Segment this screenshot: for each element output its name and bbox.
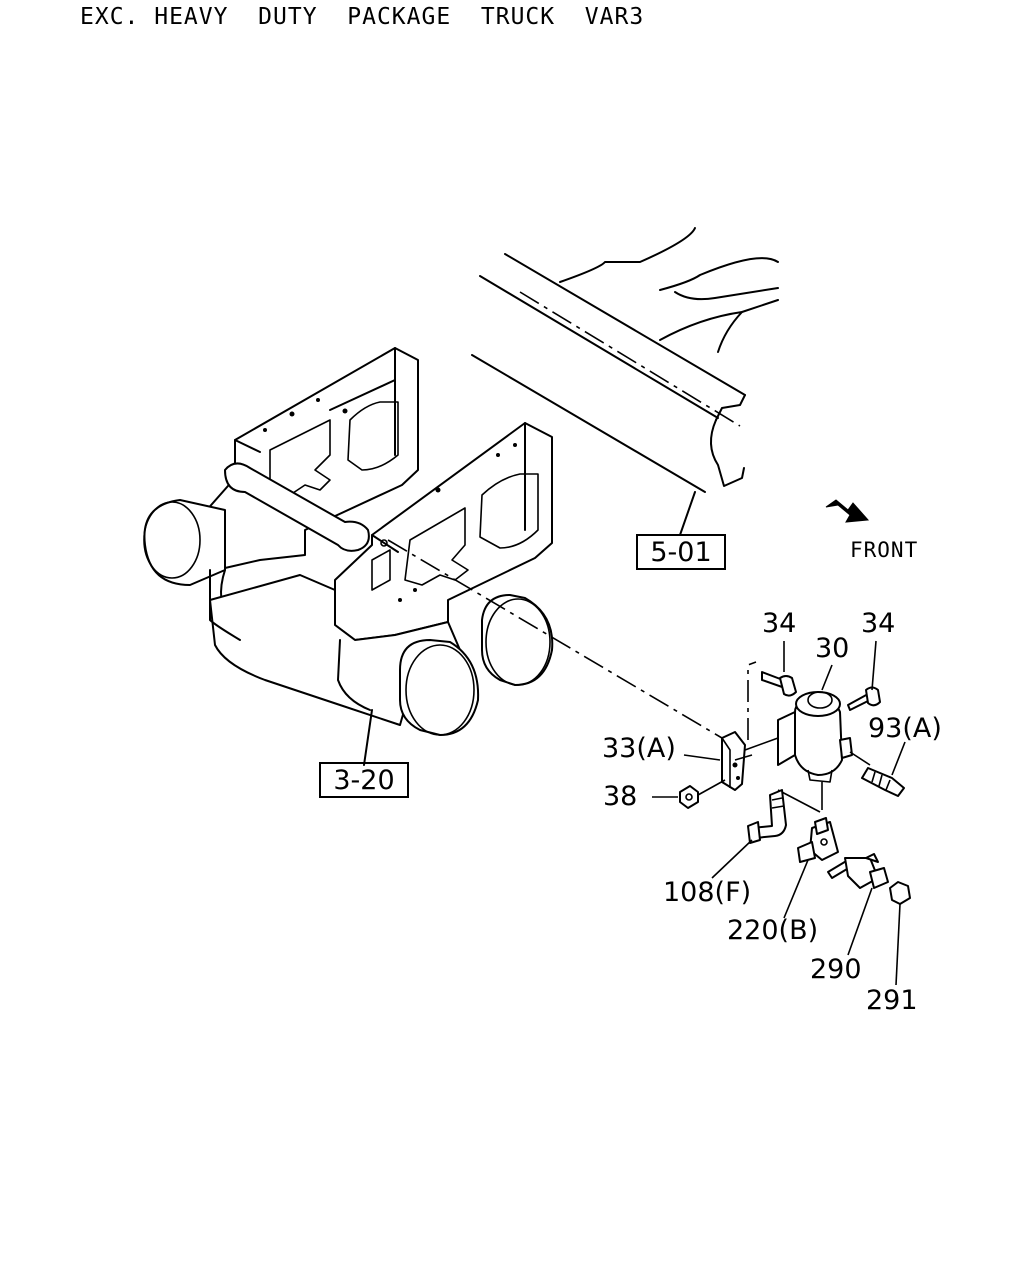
part-callout-drain-cock[interactable]: 290 xyxy=(810,954,862,985)
front-arrow-icon xyxy=(825,499,870,523)
cap-291 xyxy=(889,881,911,905)
frame-rail xyxy=(471,227,779,536)
part-callout-bolt-right[interactable]: 34 xyxy=(861,608,896,639)
bracket-33a xyxy=(721,731,746,791)
connector-93a xyxy=(861,767,905,797)
part-callout-elbow[interactable]: 108(F) xyxy=(663,877,752,908)
tee-220b xyxy=(797,817,839,863)
bolt-leader-dashed xyxy=(747,661,757,740)
bolt-34-right xyxy=(847,686,881,711)
drain-cock-290 xyxy=(827,853,889,889)
assembly-leader-line xyxy=(387,539,723,739)
tank-bracket-assembly xyxy=(143,347,554,766)
part-callout-valve[interactable]: 30 xyxy=(815,633,850,664)
part-callout-nut[interactable]: 38 xyxy=(603,781,638,812)
diagram-title: EXC. HEAVY DUTY PACKAGE TRUCK VAR3 xyxy=(80,4,645,30)
part-callout-bracket[interactable]: 33(A) xyxy=(602,733,676,764)
part-callout-tee[interactable]: 220(B) xyxy=(727,915,819,946)
front-direction-label: FRONT xyxy=(850,538,919,562)
part-callout-bolt-left[interactable]: 34 xyxy=(762,608,797,639)
reference-box-tank[interactable]: 3-20 xyxy=(319,762,409,798)
elbow-108f xyxy=(747,789,787,844)
nut-38 xyxy=(679,785,699,809)
part-callout-cap[interactable]: 291 xyxy=(866,985,918,1016)
bolt-34-left xyxy=(761,671,797,697)
part-callout-connector[interactable]: 93(A) xyxy=(868,713,942,744)
valve-30 xyxy=(777,691,853,783)
reference-box-frame[interactable]: 5-01 xyxy=(636,534,726,570)
